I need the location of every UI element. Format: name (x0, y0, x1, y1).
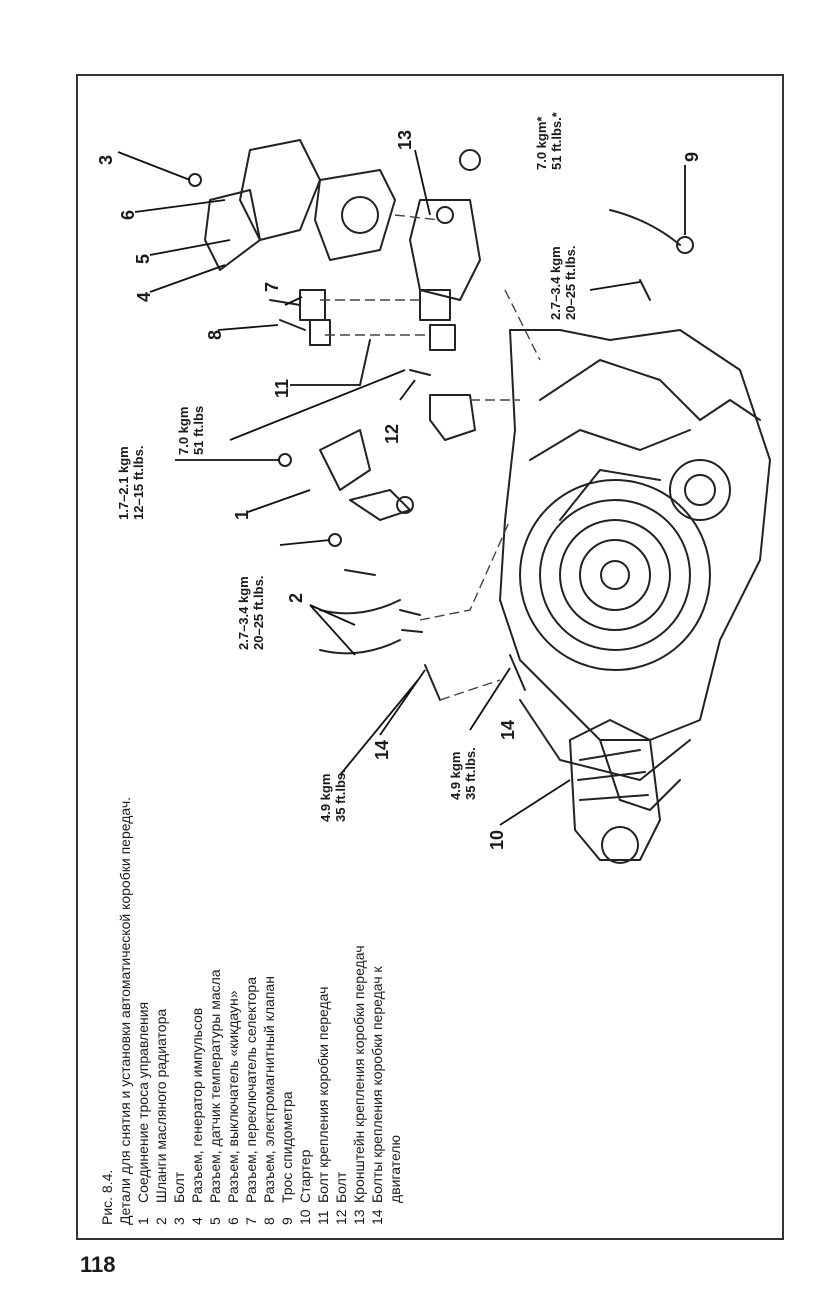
caption-item-10: 10 Стартер (296, 797, 314, 1225)
caption-item-number: 4 (189, 1217, 205, 1225)
caption-item-number: 12 (333, 1209, 349, 1225)
torque-ftlbs: 35 ft.lbs. (333, 769, 348, 822)
caption-item-12: 12 Болт (332, 797, 350, 1225)
caption-item-number: 14 (369, 1209, 385, 1225)
caption-item-number: 8 (261, 1217, 277, 1225)
callout-11: 11 (272, 378, 292, 398)
torque-kgm: 2.7–3.4 kgm (548, 246, 563, 320)
torque-label-1: 1.7–2.1 kgm 12–15 ft.lbs. (116, 446, 146, 520)
torque-label-4: 2.7–3.4 kgm 20–25 ft.lbs. (548, 246, 578, 320)
callout-4: 4 (134, 291, 154, 302)
callout-7: 7 (262, 281, 282, 292)
page-frame (76, 74, 784, 1240)
caption-item-text: Разъем, генератор импульсов (189, 1007, 205, 1203)
callout-13: 13 (395, 129, 415, 150)
caption-item-13: 13 Кронштейн крепления коробки передач (350, 797, 368, 1226)
caption-item-2: 2 Шланги масляного радиатора (152, 797, 170, 1225)
caption-item-14-continued: двигателю (386, 797, 404, 1225)
caption-item-text: Шланги масляного радиатора (153, 1008, 169, 1203)
caption-item-text: Болт (333, 1171, 349, 1203)
callout-12: 12 (382, 423, 402, 444)
torque-kgm: 7.0 kgm (176, 406, 191, 455)
caption-item-text: Болт (171, 1171, 187, 1203)
callout-1: 1 (232, 509, 252, 520)
caption-item-number: 5 (207, 1217, 223, 1225)
torque-ftlbs: 51 ft.lbs.* (549, 112, 564, 170)
caption-item-11: 11 Болт крепления коробки передач (314, 797, 332, 1225)
caption-item-14: 14 Болты крепления коробки передач к (368, 797, 386, 1225)
torque-kgm: 4.9 kgm (448, 751, 463, 800)
callout-9: 9 (682, 151, 702, 162)
torque-ftlbs: 51 ft.lbs (191, 405, 206, 455)
caption-item-text: Стартер (297, 1149, 313, 1203)
caption-item-text: Разъем, выключатель «кикдаун» (225, 990, 241, 1203)
torque-label-7: 4.9 kgm 35 ft.lbs. (448, 747, 478, 800)
callout-2: 2 (286, 592, 306, 603)
callout-6: 6 (118, 209, 138, 220)
caption-item-8: 8 Разъем, электромагнитный клапан (260, 797, 278, 1225)
caption-figure-number: Рис. 8.4. (99, 1169, 115, 1225)
caption-item-1: 1 Соединение троса управления (134, 797, 152, 1225)
torque-kgm: 7.0 kgm* (534, 116, 549, 170)
torque-ftlbs: 35 ft.lbs. (463, 747, 478, 800)
torque-kgm: 4.9 kgm (318, 773, 333, 822)
caption-item-number: 2 (153, 1217, 169, 1225)
caption-item-4: 4 Разъем, генератор импульсов (188, 797, 206, 1225)
callout-14-right: 14 (498, 719, 518, 740)
caption-item-text: Разъем, переключатель селектора (243, 976, 259, 1203)
page-number: 118 (80, 1252, 116, 1277)
callout-3: 3 (96, 154, 116, 165)
torque-ftlbs: 20–25 ft.lbs. (563, 245, 578, 320)
figure-caption: Рис. 8.4. Детали для снятия и установки … (98, 797, 404, 1225)
callout-14-left: 14 (372, 739, 392, 760)
caption-item-text: двигателю (387, 1135, 403, 1203)
callout-10: 10 (487, 829, 507, 850)
torque-ftlbs: 12–15 ft.lbs. (131, 445, 146, 520)
caption-item-number: 1 (135, 1217, 151, 1225)
caption-item-number: 7 (243, 1217, 259, 1225)
torque-label-3: 2.7–3.4 kgm 20–25 ft.lbs. (236, 576, 266, 650)
caption-item-6: 6 Разъем, выключатель «кикдаун» (224, 797, 242, 1225)
torque-kgm: 2.7–3.4 kgm (236, 576, 251, 650)
torque-label-6: 4.9 kgm 35 ft.lbs. (318, 769, 348, 822)
caption-item-number: 10 (297, 1209, 313, 1225)
caption-item-7: 7 Разъем, переключатель селектора (242, 797, 260, 1225)
caption-item-text: Трос спидометра (279, 1091, 295, 1203)
callout-5: 5 (133, 253, 153, 264)
caption-item-text: Болт крепления коробки передач (315, 986, 331, 1203)
caption-item-text: Болты крепления коробки передач к (369, 966, 385, 1203)
torque-ftlbs: 20–25 ft.lbs. (251, 575, 266, 650)
caption-item-number: 11 (315, 1210, 331, 1225)
caption-item-text: Кронштейн крепления коробки передач (351, 945, 367, 1204)
torque-kgm: 1.7–2.1 kgm (116, 446, 131, 520)
caption-item-text: Соединение троса управления (135, 1001, 151, 1203)
caption-item-text: Разъем, датчик температуры масла (207, 969, 223, 1203)
caption-item-9: 9 Трос спидометра (278, 797, 296, 1225)
caption-item-3: 3 Болт (170, 797, 188, 1225)
torque-label-5: 7.0 kgm* 51 ft.lbs.* (534, 112, 564, 170)
callout-8: 8 (205, 329, 225, 340)
caption-item-5: 5 Разъем, датчик температуры масла (206, 797, 224, 1225)
caption-item-number: 3 (171, 1217, 187, 1225)
caption-item-number: 13 (351, 1209, 367, 1225)
torque-label-2: 7.0 kgm 51 ft.lbs (176, 406, 206, 455)
caption-item-number: 9 (279, 1217, 295, 1225)
caption-item-text: Разъем, электромагнитный клапан (261, 976, 277, 1203)
caption-title: Детали для снятия и установки автоматиче… (117, 796, 133, 1225)
caption-item-number: 6 (225, 1217, 241, 1225)
